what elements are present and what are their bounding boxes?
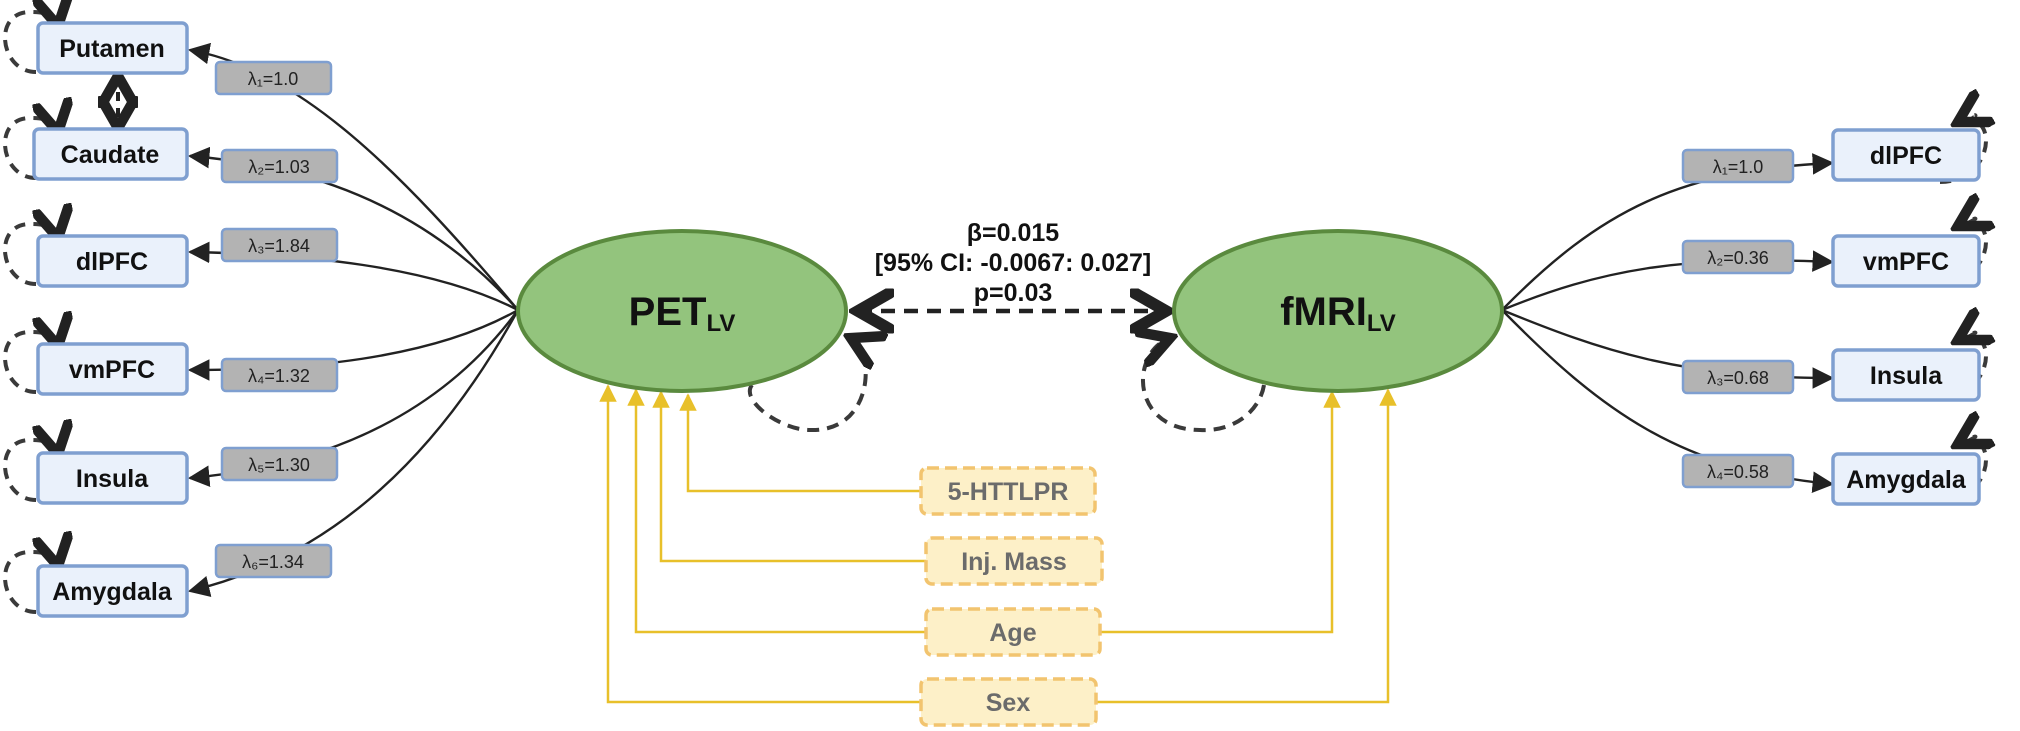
indicator-label: Putamen [59,35,165,63]
indicator-label: vmPFC [1863,248,1949,276]
covariate-label: 5-HTTLPR [948,478,1069,506]
pet-latent-label: PETLV [629,290,736,337]
pet-indicator-vmpfc: vmPFC [36,342,189,396]
fmri-residual-loop [1143,338,1266,433]
pet-loading-paths [187,42,520,597]
fmri-indicator-insula: Insula [1831,348,1981,402]
loading-label: λ₄=1.32 [248,366,310,386]
loading-label: λ₄=0.58 [1707,462,1769,482]
fmri-loading-2: λ₂=0.36 [1681,239,1795,275]
pet-indicator-dlpfc: dlPFC [36,234,189,288]
p-value-label: p=0.03 [974,279,1053,307]
indicator-label: dlPFC [1870,142,1942,170]
fmri-indicator-amygdala: Amygdala [1831,452,1981,506]
covariate-label: Age [989,619,1036,647]
fmri-loading-3: λ₃=0.68 [1681,359,1795,395]
fmri-loadings: λ₁=1.0 λ₂=0.36 λ₃=0.68 λ₄=0.58 [1681,148,1795,489]
fmri-indicators: dlPFC vmPFC Insula Amygdala [1831,128,1981,506]
loading-label: λ₁=1.0 [248,69,299,89]
pet-indicator-amygdala: Amygdala [36,564,189,618]
covariate-path-injmass-pet [652,390,926,563]
pet-indicator-residual-loops [3,12,58,614]
pet-loadings: λ₁=1.0 λ₂=1.03 λ₃=1.84 λ₄=1.32 λ₅=1.30 λ… [214,60,339,579]
indicator-label: Caudate [61,141,160,169]
pet-loading-6: λ₆=1.34 [214,543,333,579]
indicator-label: vmPFC [69,356,155,384]
covariate-path-sex-pet [599,384,921,704]
pet-latent: PETLV [516,229,848,393]
covariate-injmass: Inj. Mass [924,536,1104,586]
fmri-loading-1: λ₁=1.0 [1681,148,1795,184]
fmri-indicator-residual-loops [1939,115,1986,503]
pet-loading-4: λ₄=1.32 [220,357,339,393]
loading-label: λ₂=1.03 [248,157,310,177]
fmri-indicator-dlpfc: dlPFC [1831,128,1981,182]
covariate-paths [599,384,1397,704]
indicator-label: Amygdala [52,578,173,606]
fmri-latent: fMRILV [1172,229,1504,393]
pet-indicator-caudate: Caudate [32,127,189,181]
fmri-loading-4: λ₄=0.58 [1681,453,1795,489]
covariate-path-httlpr-pet [679,393,921,493]
loading-label: λ₅=1.30 [248,455,310,475]
pet-indicators: Putamen Caudate dlPFC vmPFC Insula Amygd… [32,21,189,618]
covariate-label: Sex [986,689,1031,717]
covariance-stats: β=0.015 [95% CI: -0.0067: 0.027] p=0.03 [875,219,1152,307]
fmri-loading-paths [1501,153,1835,493]
pet-indicator-putamen: Putamen [36,21,189,75]
indicator-label: Insula [1870,362,1943,390]
covariate-5httlpr: 5-HTTLPR [919,466,1097,516]
fmri-indicator-vmpfc: vmPFC [1831,234,1981,288]
indicator-label: Insula [76,465,149,493]
loading-label: λ₃=0.68 [1707,368,1769,388]
beta-label: β=0.015 [967,219,1060,247]
pet-loading-5: λ₅=1.30 [220,446,339,482]
indicator-label: dlPFC [76,248,148,276]
loading-label: λ₂=0.36 [1707,248,1769,268]
covariate-path-age-fmri [1100,390,1341,634]
pet-loading-2: λ₂=1.03 [220,148,339,184]
pet-loading-3: λ₃=1.84 [220,227,339,263]
pet-loading-1: λ₁=1.0 [214,60,333,96]
covariate-age: Age [924,607,1102,657]
pet-residual-loop [747,338,866,433]
ci-label: [95% CI: -0.0067: 0.027] [875,249,1152,277]
covariate-path-sex-fmri [1096,388,1397,704]
covariate-path-age-pet [627,388,926,634]
covariate-label: Inj. Mass [961,548,1067,576]
loading-label: λ₆=1.34 [242,552,304,572]
indicator-label: Amygdala [1846,466,1967,494]
covariates: 5-HTTLPR Inj. Mass Age Sex [919,466,1104,727]
loading-label: λ₃=1.84 [248,236,310,256]
fmri-latent-label: fMRILV [1280,290,1396,337]
pet-indicator-insula: Insula [36,451,189,505]
loading-label: λ₁=1.0 [1713,157,1764,177]
covariate-sex: Sex [919,677,1098,727]
